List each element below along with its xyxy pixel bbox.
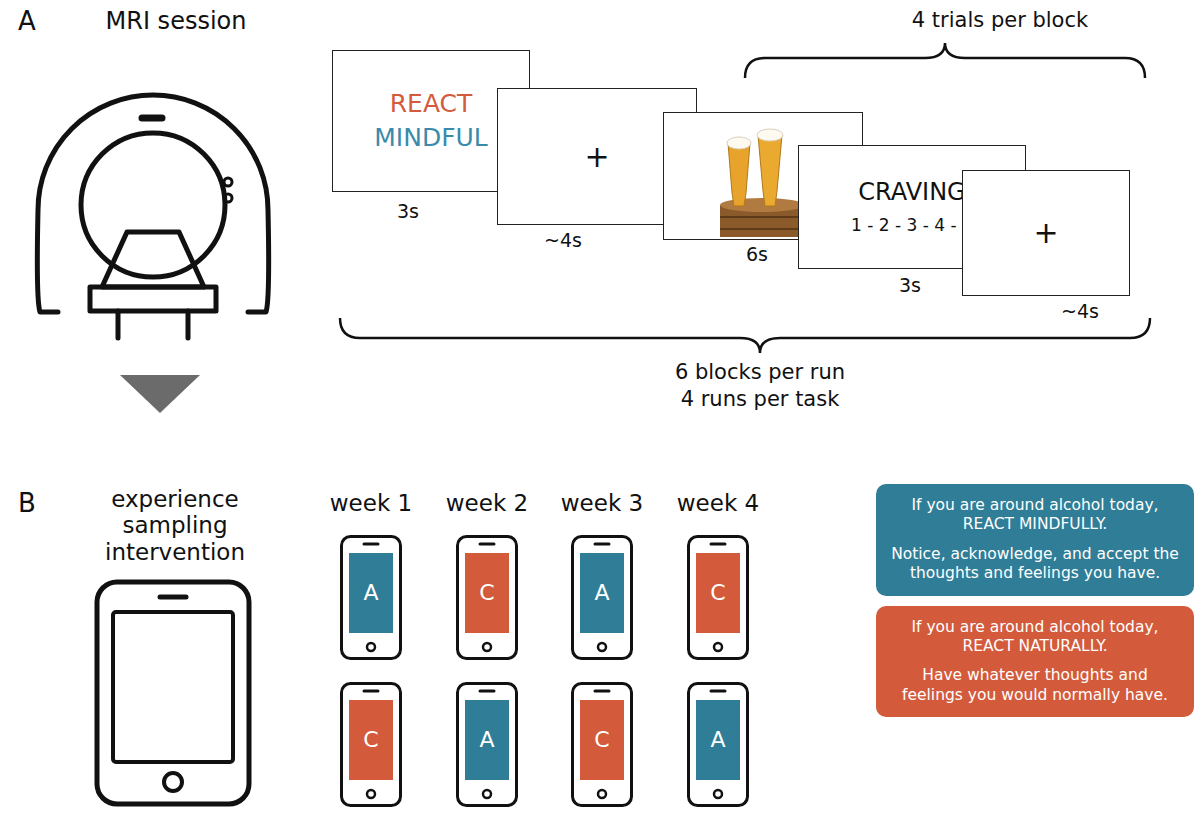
duration: 3s xyxy=(397,200,419,223)
duration: ~4s xyxy=(1061,300,1099,323)
panel-title: experience sampling intervention xyxy=(75,486,275,565)
card-body: Notice, acknowledge, and accept the thou… xyxy=(890,545,1180,584)
phone-screen: C xyxy=(349,700,393,780)
bracket-label: 6 blocks per run xyxy=(675,360,845,385)
down-arrow xyxy=(120,375,200,413)
rating-prompt: CRAVING xyxy=(858,178,965,207)
instruction-card: If you are around alcohol today, REACT N… xyxy=(876,606,1194,718)
card-heading: If you are around alcohol today, REACT M… xyxy=(890,496,1180,535)
instruction-word: REACT xyxy=(390,89,473,119)
instruction-word: MINDFUL xyxy=(374,123,488,153)
phone-screen: A xyxy=(349,553,393,633)
duration: ~4s xyxy=(544,229,582,252)
duration: 3s xyxy=(899,274,921,297)
condition-letter: C xyxy=(594,727,609,753)
week-label: week 3 xyxy=(561,490,643,518)
bracket-label: 4 trials per block xyxy=(912,8,1088,33)
panel-letter: B xyxy=(18,488,36,519)
phone-screen: A xyxy=(580,553,624,633)
instruction-card: If you are around alcohol today, REACT M… xyxy=(876,484,1194,596)
rating-scale: 1 - 2 - 3 - 4 - 5 xyxy=(851,215,973,235)
condition-letter: A xyxy=(594,580,609,606)
trial-bracket xyxy=(745,43,1145,78)
condition-letter: A xyxy=(710,727,725,753)
condition-letter: C xyxy=(363,727,378,753)
duration: 6s xyxy=(746,243,768,266)
panel-title: MRI session xyxy=(101,8,251,36)
bracket-label: 4 runs per task xyxy=(681,387,840,412)
block-bracket xyxy=(340,318,1150,353)
condition-letter: A xyxy=(363,580,378,606)
week-label: week 2 xyxy=(446,490,528,518)
panel-letter: A xyxy=(18,6,36,37)
fixation-cross: + xyxy=(1033,215,1058,251)
fixation-cross: + xyxy=(584,139,609,175)
week-label: week 1 xyxy=(330,490,412,518)
mri-scanner-icon xyxy=(37,95,268,338)
card-body: Have whatever thoughts and feelings you … xyxy=(890,666,1180,705)
phone-icon xyxy=(97,582,249,804)
phone-screen: A xyxy=(465,700,509,780)
phone-screen: A xyxy=(696,700,740,780)
small-phones xyxy=(342,537,748,806)
phone-screen: C xyxy=(465,553,509,633)
week-label: week 4 xyxy=(677,490,759,518)
fixation-screen: + xyxy=(962,170,1130,296)
phone-screen: C xyxy=(696,553,740,633)
condition-letter: A xyxy=(479,727,494,753)
card-heading: If you are around alcohol today, REACT N… xyxy=(890,618,1180,657)
condition-letter: C xyxy=(479,580,494,606)
condition-letter: C xyxy=(710,580,725,606)
phone-screen: C xyxy=(580,700,624,780)
